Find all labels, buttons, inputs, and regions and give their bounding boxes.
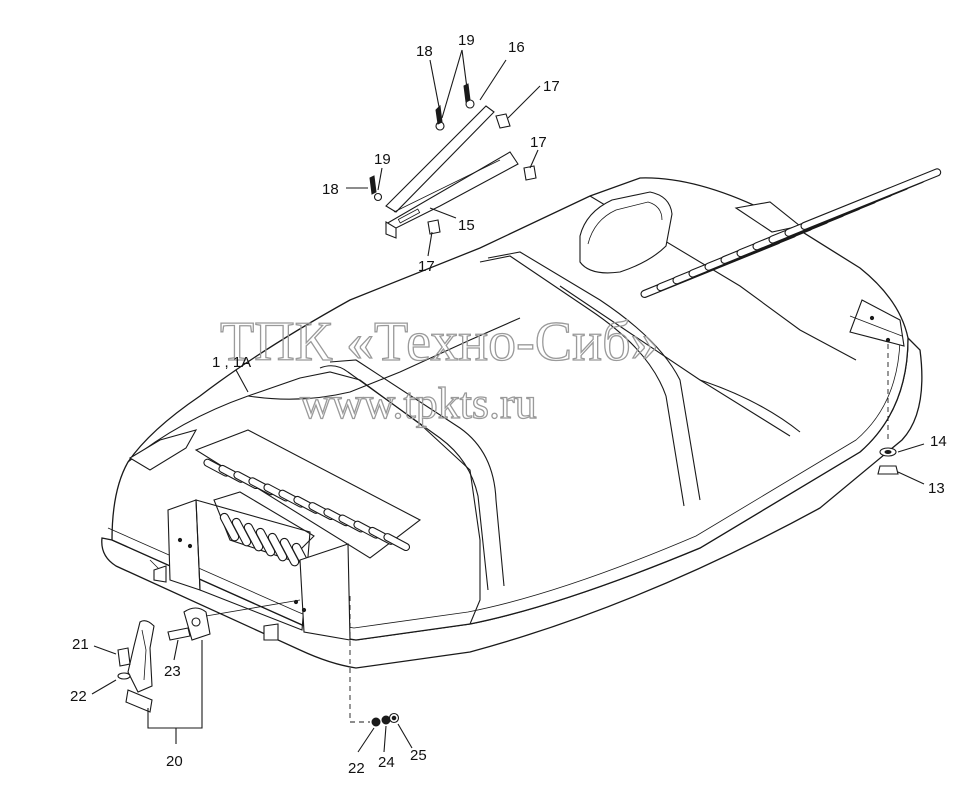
callout-23: 23 [164, 663, 181, 680]
callout-25: 25 [410, 747, 427, 764]
callout-24: 24 [378, 754, 395, 771]
callout-18: 18 [416, 43, 433, 60]
callout-17: 17 [543, 78, 560, 95]
hood-latch [117, 599, 301, 713]
callout-19: 19 [458, 32, 475, 49]
hood-cover [101, 177, 923, 669]
callout-22: 22 [70, 688, 87, 705]
louvre-slot [383, 533, 411, 552]
rear-bracket [849, 299, 905, 440]
fasteners-rear [877, 447, 899, 475]
callout-16: 16 [508, 39, 525, 56]
callout-18: 18 [322, 181, 339, 198]
fasteners-bottom [349, 596, 400, 727]
louvre-slot [800, 168, 942, 230]
callout-labels: 18 19 16 17 17 19 18 15 17 1 , 1А 14 13 … [70, 32, 947, 777]
callout-17: 17 [530, 134, 547, 151]
callout-13: 13 [928, 480, 945, 497]
callout-19: 19 [374, 151, 391, 168]
stay-arm-assembly [369, 83, 537, 239]
callout-22: 22 [348, 760, 365, 777]
front-plates [149, 499, 351, 641]
rear-grille [640, 168, 942, 298]
callout-1-1a: 1 , 1А [212, 354, 251, 371]
watermark-url: www.tpkts.ru [300, 379, 537, 428]
leader-lines [91, 49, 925, 753]
callout-14: 14 [930, 433, 947, 450]
callout-21: 21 [72, 636, 89, 653]
callout-15: 15 [458, 217, 475, 234]
watermark-company: ТПК «Техно-Сиб» [220, 311, 659, 373]
callout-20: 20 [166, 753, 183, 770]
callout-17: 17 [418, 258, 435, 275]
